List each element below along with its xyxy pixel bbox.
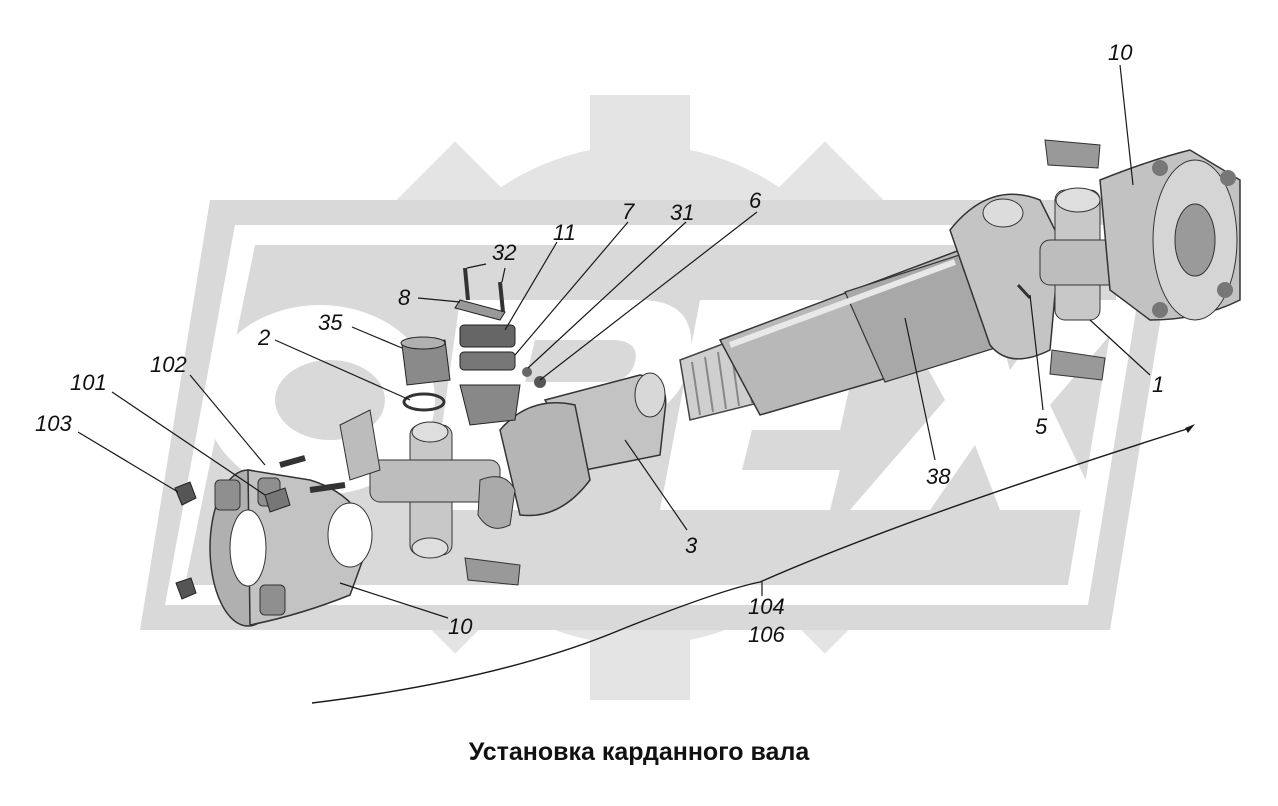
callout-7: 7: [622, 199, 635, 224]
callout-32: 32: [492, 240, 516, 265]
shaft-tube-assembly: [679, 139, 1241, 421]
cross-spider-left: [369, 421, 501, 559]
nut-103-bottom: [175, 577, 197, 600]
callout-10-top: 10: [1108, 40, 1133, 65]
callout-10-bottom: 10: [448, 614, 473, 639]
bearing-cover: [459, 384, 521, 426]
callout-labels: 1 2 3 5 6 7 8 10 10 11 31 32 35 38 101 1…: [35, 40, 1164, 647]
callout-1: 1: [1152, 372, 1164, 397]
callout-38: 38: [926, 464, 951, 489]
bearing-cap-bottom-right: [1049, 349, 1106, 381]
washer-101: [264, 487, 291, 513]
bearing-cap-bottom-left: [464, 557, 521, 586]
callout-2: 2: [257, 325, 270, 350]
callout-101: 101: [70, 370, 107, 395]
lock-plate-7: [459, 351, 516, 371]
callout-35: 35: [318, 310, 343, 335]
leader-lines: [77, 64, 1151, 619]
nut-6: [534, 376, 546, 388]
callout-6: 6: [749, 188, 762, 213]
flange-yoke-right: [1099, 149, 1241, 321]
callout-106: 106: [748, 622, 785, 647]
washer-31: [522, 367, 532, 377]
lock-plate-11: [459, 324, 516, 348]
callout-102: 102: [150, 352, 187, 377]
callout-31: 31: [670, 200, 694, 225]
fasteners-left: [174, 455, 346, 600]
nut-103-top: [174, 481, 197, 506]
callout-3: 3: [685, 533, 698, 558]
sliding-yoke-assembly: [339, 267, 667, 586]
ring-2: [402, 392, 446, 412]
callout-8: 8: [398, 285, 411, 310]
callout-103: 103: [35, 411, 72, 436]
bearing-cap-right-left: [477, 476, 516, 529]
assembly-path-curve: [311, 427, 1191, 704]
callout-11: 11: [553, 220, 576, 245]
callout-5: 5: [1035, 414, 1048, 439]
callout-104: 104: [748, 594, 785, 619]
bearing-cap-top-right: [1044, 139, 1101, 169]
diagram-caption: Установка карданного вала: [468, 738, 810, 766]
plate-8: [454, 299, 506, 321]
